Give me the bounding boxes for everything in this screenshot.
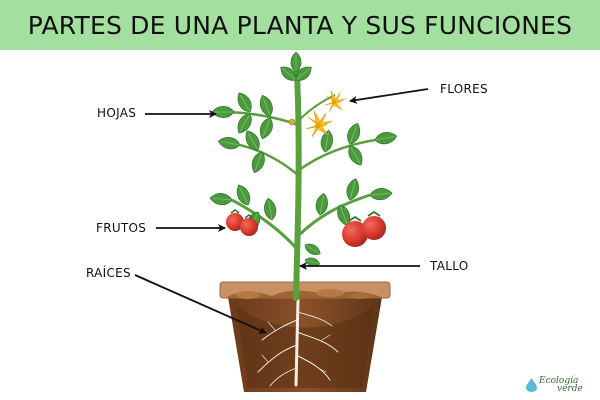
logo-line2: verde — [557, 384, 583, 394]
label-frutos: FRUTOS — [96, 221, 147, 235]
arrows — [134, 88, 429, 334]
title-banner: PARTES DE UNA PLANTA Y SUS FUNCIONES — [0, 0, 600, 50]
label-raices: RAÍCES — [86, 266, 131, 280]
drop-leaf-icon — [526, 378, 537, 392]
tomatoes — [226, 209, 386, 247]
ecologia-verde-logo: Ecología verde — [526, 376, 583, 394]
flowers — [288, 90, 346, 138]
label-hojas: HOJAS — [97, 106, 137, 120]
logo-line1: Ecología — [539, 376, 579, 386]
page-title: PARTES DE UNA PLANTA Y SUS FUNCIONES — [27, 10, 573, 40]
arrow-raices — [134, 274, 267, 334]
arrow-flores — [349, 88, 429, 104]
label-tallo: TALLO — [430, 259, 469, 273]
label-flores: FLORES — [440, 82, 488, 96]
pot — [219, 281, 391, 392]
roots — [257, 298, 339, 387]
